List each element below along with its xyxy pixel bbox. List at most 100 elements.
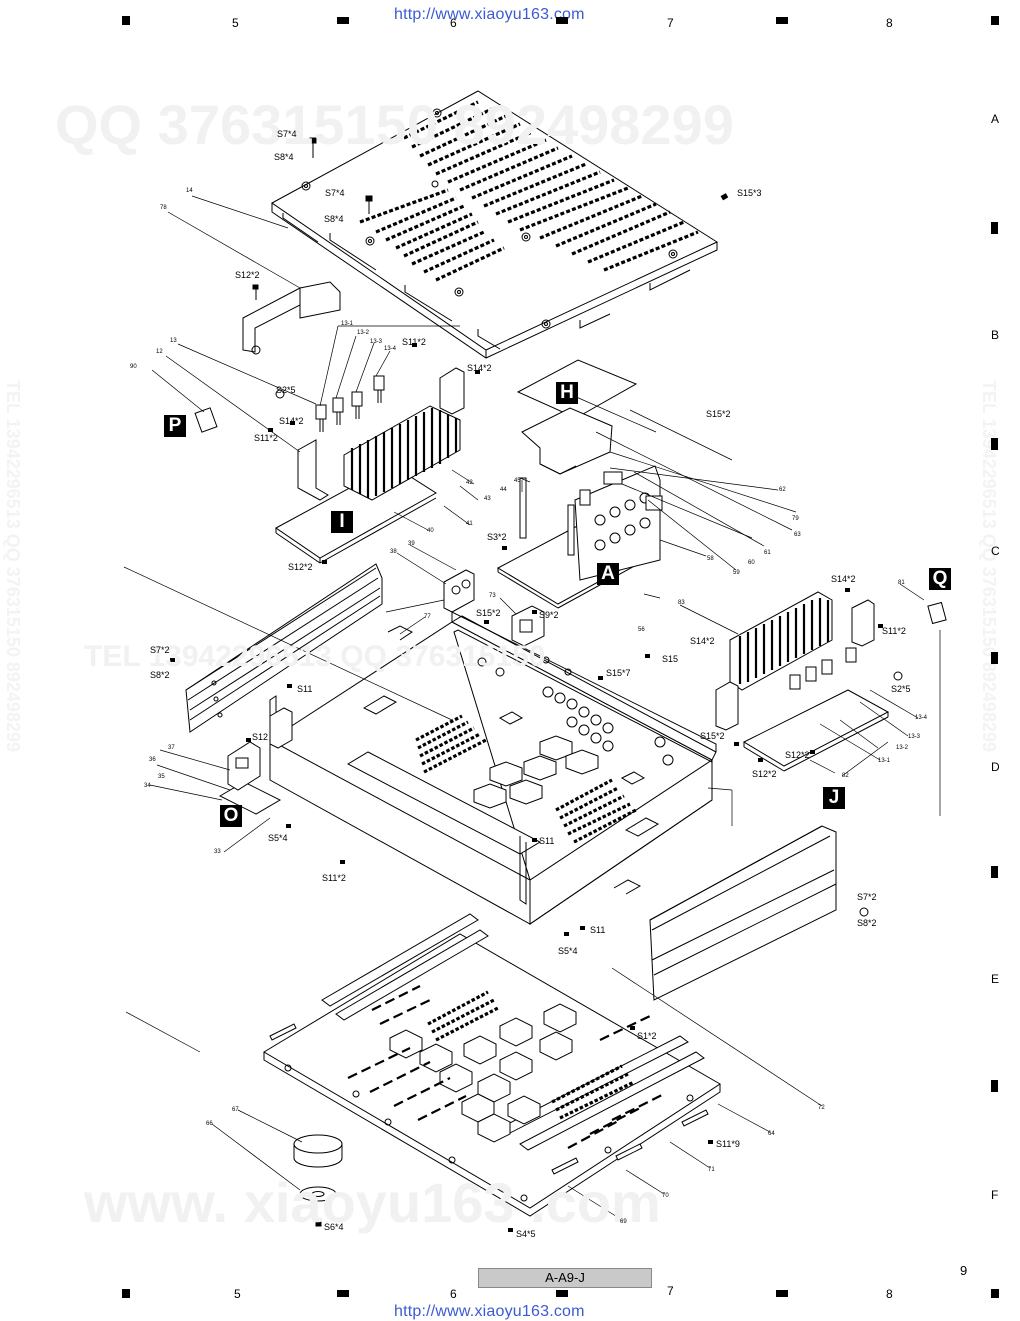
- grid-row-A: A: [991, 112, 1000, 126]
- grid-mark: [122, 16, 130, 25]
- callout: 14: [186, 188, 193, 194]
- callout: 64: [768, 1131, 775, 1137]
- callout: 13-3: [370, 339, 383, 345]
- bracket-78: [242, 281, 341, 355]
- grid-mark: [991, 1289, 999, 1298]
- callout: 59: [733, 570, 740, 576]
- part-label: S15*2: [476, 608, 501, 618]
- callout: 60: [748, 560, 755, 566]
- callout: 13-4: [384, 346, 397, 352]
- board-J: [715, 599, 947, 772]
- callout: 69: [620, 1219, 627, 1225]
- part-label: S11*9: [716, 1139, 740, 1149]
- board-H: [516, 359, 638, 475]
- callout: 13-1: [341, 321, 354, 327]
- side-panel-left: [185, 563, 383, 733]
- part-label: S11: [539, 836, 555, 846]
- callout: 39: [408, 541, 415, 547]
- grid-col-7: 7: [667, 16, 674, 30]
- callout: 71: [708, 1167, 715, 1173]
- part-label: S4*5: [516, 1229, 536, 1239]
- badge-O: O: [220, 805, 242, 827]
- grid-col-8-bottom: 8: [886, 1287, 893, 1301]
- part-label: S9*2: [539, 610, 559, 620]
- grid-row-D: D: [991, 760, 1000, 774]
- badge-H: H: [556, 382, 578, 404]
- bracket-left-I: [297, 439, 329, 501]
- grid-row-F: F: [991, 1188, 999, 1202]
- grid-mark: [776, 17, 788, 24]
- callout: 90: [130, 364, 137, 370]
- grid-mark: [776, 1290, 788, 1297]
- header-url[interactable]: http://www.xiaoyu163.com: [394, 6, 585, 23]
- footer-url[interactable]: http://www.xiaoyu163.com: [394, 1303, 585, 1320]
- callout: 42: [466, 480, 473, 486]
- callout: 38: [390, 549, 397, 555]
- part-label: S15*3: [737, 188, 762, 198]
- callout: 79: [792, 516, 799, 522]
- callout: 58: [707, 556, 714, 562]
- part-label: S8*4: [274, 152, 294, 162]
- part-label: S12*2: [288, 562, 313, 572]
- watermark-right-vertical: TEL 13942296513 QQ 376315150 892498299: [979, 380, 999, 752]
- callout: 12: [156, 349, 163, 355]
- grid-mark: [991, 16, 999, 25]
- callout: 62: [779, 487, 786, 493]
- part-label: S8*2: [857, 918, 877, 928]
- bottom-slots: [347, 985, 665, 1149]
- side-panel-right: [613, 825, 837, 1001]
- part-label: S7*2: [150, 645, 170, 655]
- part-label: S11*2: [882, 626, 906, 636]
- callout: 33: [214, 849, 221, 855]
- watermark-bottom: www. xiaoyu163 .com: [84, 1171, 661, 1234]
- board-A: [496, 465, 663, 609]
- heatsink-I: [343, 405, 461, 501]
- part-label: S3*2: [487, 532, 507, 542]
- part-label: S7*2: [857, 892, 877, 902]
- part-label: S8*4: [324, 214, 344, 224]
- watermark-left-vertical: TEL 13942296513 QQ 376315150 892498299: [3, 380, 23, 752]
- callout: 43: [484, 496, 491, 502]
- grid-mark: [337, 1290, 349, 1297]
- page-number: 9: [960, 1263, 968, 1278]
- callout: 73: [489, 593, 496, 599]
- part-label: S15*7: [606, 668, 631, 678]
- callout: 72: [818, 1105, 825, 1111]
- callout: 66: [206, 1121, 213, 1127]
- grid-mark: [337, 17, 349, 24]
- part-label: S11*2: [254, 433, 278, 443]
- page-label: A-A9-J: [478, 1268, 652, 1288]
- part-label: S15: [662, 654, 679, 664]
- grid-col-7-bottom: 7: [667, 1284, 674, 1298]
- part-label: S2*5: [891, 684, 911, 694]
- grid-col-8: 8: [886, 16, 893, 30]
- heatsink-J: [729, 591, 833, 691]
- bracket-77: [387, 625, 413, 641]
- callout: 77: [424, 614, 431, 620]
- callout: 56: [638, 627, 645, 633]
- part-label: S8*2: [150, 670, 170, 680]
- part-label: S5*4: [558, 946, 578, 956]
- part-label: S2*5: [276, 385, 296, 395]
- callout: 13: [170, 338, 177, 344]
- part-label: S15*2: [700, 731, 725, 741]
- grid-col-5-bottom: 5: [234, 1287, 241, 1301]
- grid-mark: [122, 1289, 130, 1298]
- callout: 82: [842, 773, 849, 779]
- callout: 37: [168, 745, 175, 751]
- grid-mark: [991, 1080, 998, 1092]
- callout: 63: [794, 532, 801, 538]
- watermark-middle: TEL 13942296513 QQ 376315150: [84, 640, 546, 673]
- badge-J: J: [823, 787, 845, 809]
- callout: 41: [466, 521, 473, 527]
- callout: 36: [149, 757, 156, 763]
- part-label: S6*4: [324, 1222, 344, 1232]
- inlet-73: [511, 605, 545, 647]
- badge-I: I: [331, 511, 353, 533]
- part-label: S12*2: [752, 769, 777, 779]
- callout: 34: [144, 783, 151, 789]
- part-label: S5*4: [268, 833, 288, 843]
- callout: 13-4: [915, 715, 928, 721]
- part-label: S11*2: [402, 337, 426, 347]
